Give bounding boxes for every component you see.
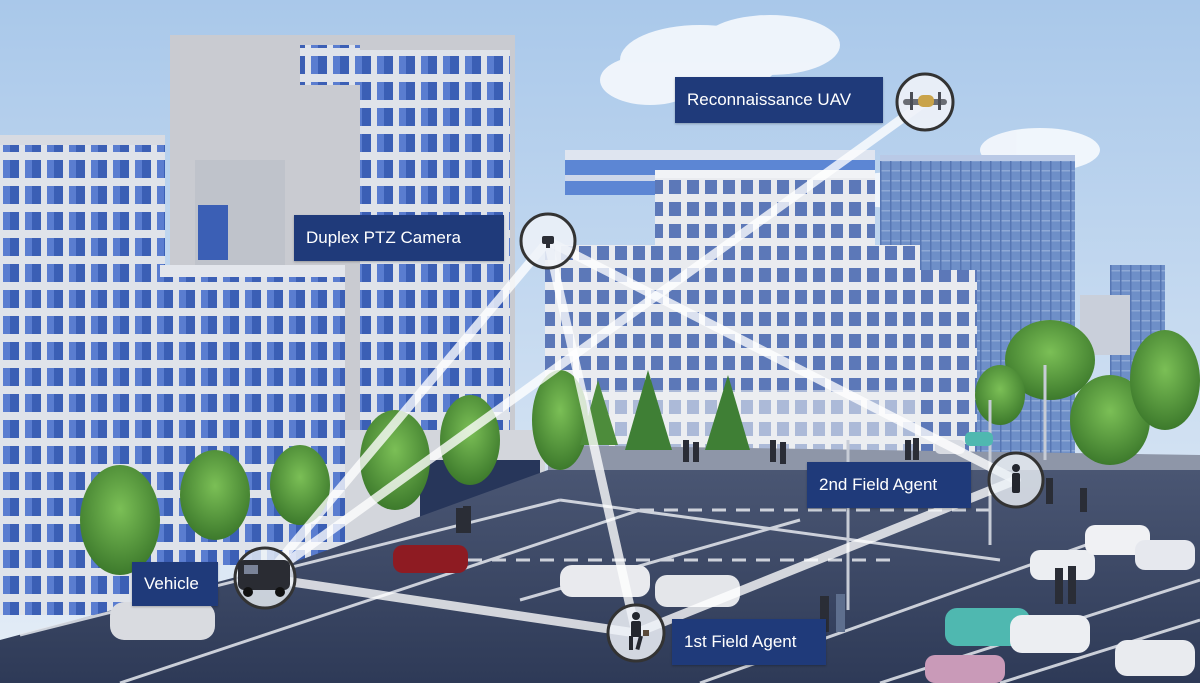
link-camera-agent2 bbox=[543, 236, 1021, 485]
node-uav[interactable] bbox=[895, 72, 955, 132]
label-2nd-field-agent: 2nd Field Agent bbox=[807, 462, 971, 508]
van-icon bbox=[238, 560, 290, 597]
node-agent1[interactable] bbox=[606, 603, 666, 663]
label-vehicle: Vehicle bbox=[132, 562, 218, 606]
link-camera-vehicle bbox=[260, 236, 553, 583]
pedestrians bbox=[456, 438, 1087, 632]
link-uav-vehicle bbox=[260, 97, 930, 583]
communication-links bbox=[260, 97, 1021, 638]
person-icon bbox=[1012, 464, 1020, 493]
label-reconnaissance-uav: Reconnaissance UAV bbox=[675, 77, 883, 123]
link-vehicle-agent1 bbox=[260, 573, 641, 638]
label-duplex-ptz-camera: Duplex PTZ Camera bbox=[294, 215, 504, 261]
node-camera[interactable] bbox=[519, 212, 577, 270]
node-vehicle[interactable] bbox=[233, 546, 297, 610]
person-walking-icon bbox=[629, 612, 649, 651]
drone-icon bbox=[903, 92, 947, 110]
node-agent2[interactable] bbox=[987, 451, 1045, 509]
link-camera-agent1 bbox=[543, 236, 641, 638]
ptz-camera-icon bbox=[542, 236, 554, 248]
label-1st-field-agent: 1st Field Agent bbox=[672, 619, 826, 665]
trees bbox=[80, 320, 1200, 575]
